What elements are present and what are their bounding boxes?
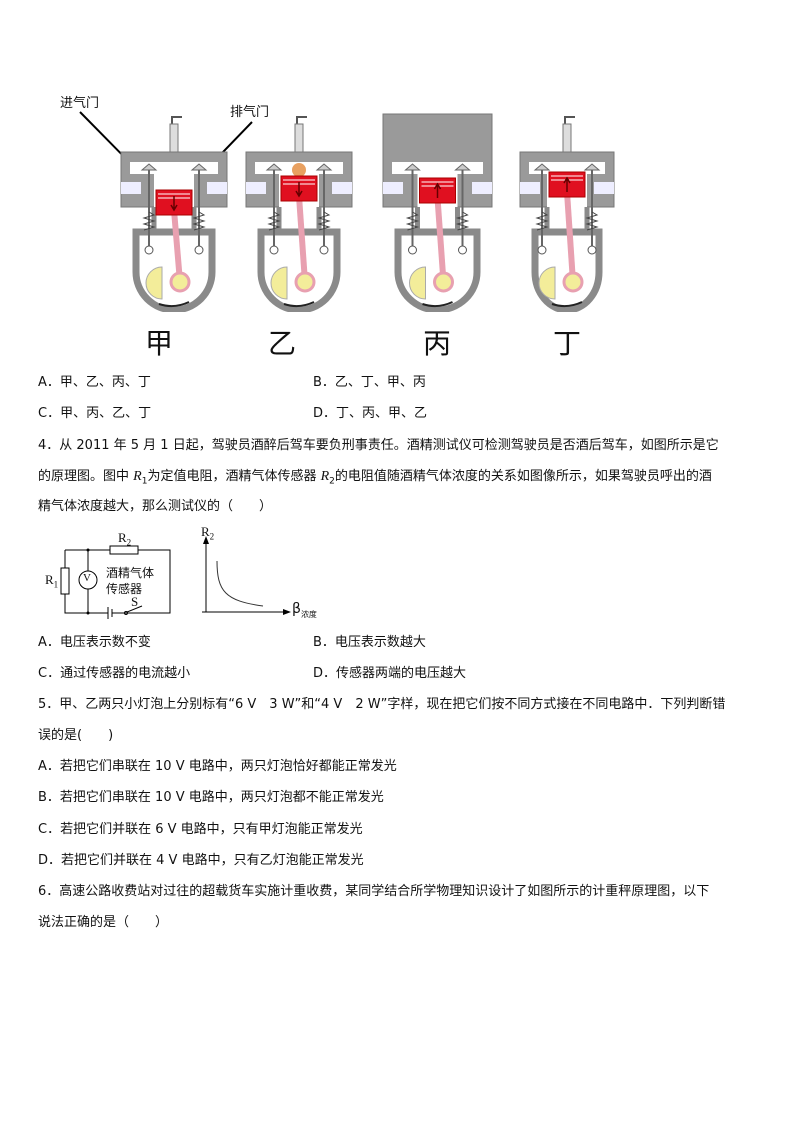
- q4-option-a[interactable]: A．电压表示数不变: [38, 635, 151, 650]
- q5-text-line2: 误的是( ): [38, 728, 114, 743]
- stage-label-yi: 乙: [268, 327, 297, 360]
- engine-intake-stroke: [118, 112, 230, 316]
- q6-text-line1: 6．高速公路收费站对过往的超载货车实施计重收费，某同学结合所学物理知识设计了如图…: [38, 884, 710, 899]
- r2-label: R2: [118, 530, 132, 548]
- q5-option-c[interactable]: C．若把它们并联在 6 V 电路中，只有甲灯泡能正常发光: [38, 822, 363, 837]
- q5-text-line1: 5．甲、乙两只小灯泡上分别标有“6 V 3 W”和“4 V 2 W”字样，现在把…: [38, 697, 726, 712]
- q3-option-d[interactable]: D．丁、丙、甲、乙: [313, 406, 428, 421]
- graph-y-label: R2: [201, 524, 215, 542]
- r1-label: R1: [45, 572, 59, 590]
- stage-label-ding: 丁: [553, 327, 582, 360]
- stage-label-jia: 甲: [145, 327, 174, 360]
- q4-text-line3: 精气体浓度越大，那么测试仪的（ ）: [38, 499, 273, 514]
- circuit-diagram: R2 R1 V 酒精气体 传感器 S: [38, 530, 178, 620]
- engine-compression-stroke: [380, 112, 495, 316]
- q5-option-a[interactable]: A．若把它们串联在 10 V 电路中，两只灯泡恰好都能正常发光: [38, 759, 397, 774]
- exhaust-valve-label: 排气门: [230, 105, 270, 120]
- engine-exhaust-stroke: [517, 112, 617, 316]
- q4-text-line1: 4．从 2011 年 5 月 1 日起，驾驶员酒醉后驾车要负刑事责任。酒精测试仪…: [38, 438, 719, 453]
- sensor-label-1: 酒精气体: [106, 566, 155, 580]
- q6-text-line2: 说法正确的是（ ）: [38, 915, 169, 930]
- voltmeter-icon: V: [83, 572, 91, 584]
- q3-option-c[interactable]: C．甲、丙、乙、丁: [38, 406, 152, 421]
- graph-x-label: β浓度: [292, 601, 317, 619]
- q3-option-a[interactable]: A．甲、乙、丙、丁: [38, 375, 151, 390]
- q4-text-line2: 的原理图。图中 R1为定值电阻，酒精气体传感器 R2的电阻值随酒精气体浓度的关系…: [38, 469, 712, 487]
- q4-option-c[interactable]: C．通过传感器的电流越小: [38, 666, 191, 681]
- intake-valve-label: 进气门: [60, 96, 100, 111]
- q5-option-d[interactable]: D．若把它们并联在 4 V 电路中，只有乙灯泡能正常发光: [38, 853, 364, 868]
- q4-option-b[interactable]: B．电压表示数越大: [313, 635, 426, 650]
- sensor-label-2: 传感器: [106, 582, 143, 596]
- engine-power-stroke: [243, 112, 355, 316]
- q5-option-b[interactable]: B．若把它们串联在 10 V 电路中，两只灯泡都不能正常发光: [38, 790, 384, 805]
- stage-label-bing: 丙: [423, 327, 452, 360]
- resistance-concentration-graph: R2 β浓度: [195, 524, 335, 621]
- q3-option-b[interactable]: B．乙、丁、甲、丙: [313, 375, 426, 390]
- q4-option-d[interactable]: D．传感器两端的电压越大: [313, 666, 467, 681]
- switch-label: S: [131, 594, 139, 609]
